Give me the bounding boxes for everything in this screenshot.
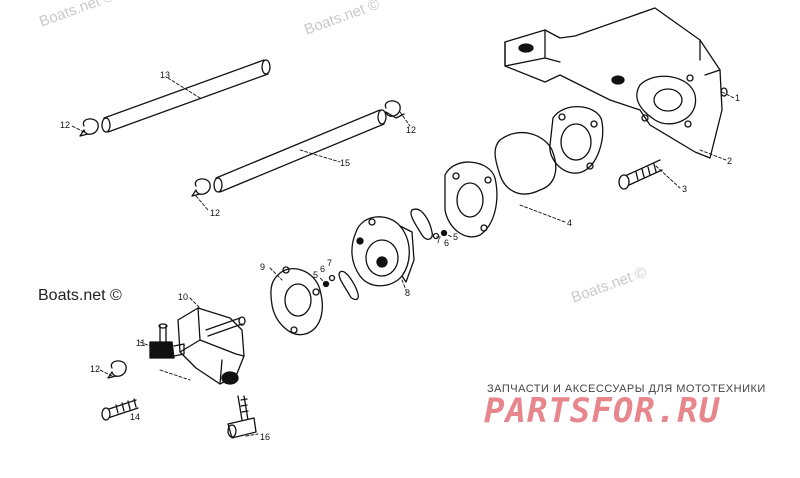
- drain-fitting: [227, 395, 257, 439]
- pump-gasket: [270, 266, 323, 336]
- callout-4: 4: [567, 218, 572, 228]
- callout-12a: 12: [60, 120, 70, 130]
- spring-clip-upper: [410, 208, 433, 240]
- callout-10: 10: [178, 292, 188, 302]
- spring-clip-lower: [338, 270, 359, 301]
- washer-1: [720, 87, 728, 97]
- pump-body: [351, 216, 415, 287]
- gasket-rear: [549, 106, 604, 174]
- callout-12c: 12: [210, 208, 220, 218]
- callout-15: 15: [340, 158, 350, 168]
- partsfor-logo: PARTSFOR.RU: [484, 391, 721, 431]
- hose-upper: [101, 59, 271, 133]
- washer-6-lower: [328, 274, 336, 282]
- screw: [618, 159, 663, 190]
- gasket-front: [444, 161, 498, 238]
- long-screw: [101, 398, 139, 421]
- callout-7-lower: 7: [327, 258, 332, 268]
- callout-12b: 12: [406, 125, 416, 135]
- callout-3: 3: [682, 184, 687, 194]
- pump-cover: [177, 307, 246, 385]
- callout-9: 9: [260, 262, 265, 272]
- callout-13: 13: [160, 70, 170, 80]
- callout-7-upper: 7: [436, 235, 441, 245]
- washer-6-upper: [432, 232, 440, 240]
- callout-5-upper: 5: [453, 232, 458, 242]
- clamp-12d: [107, 360, 127, 379]
- watermark-left-middle: Boats.net ©: [38, 287, 122, 304]
- mounting-bracket: [504, 7, 723, 159]
- hose-lower: [213, 109, 387, 193]
- callout-8: 8: [405, 288, 410, 298]
- callout-1: 1: [735, 93, 740, 103]
- callout-5-lower: 5: [313, 270, 318, 280]
- callout-12d: 12: [90, 364, 100, 374]
- callout-2: 2: [727, 156, 732, 166]
- callout-16: 16: [260, 432, 270, 442]
- callout-11: 11: [136, 338, 145, 348]
- callout-14: 14: [130, 412, 140, 422]
- callout-6-upper: 6: [444, 238, 449, 248]
- clamp-12c: [191, 178, 211, 197]
- elbow-fitting: [149, 323, 185, 359]
- clamp-12a: [79, 118, 99, 137]
- partsfor-tagline: ЗАПЧАСТИ И АКСЕССУАРЫ ДЛЯ МОТОТЕХНИКИ: [487, 383, 766, 395]
- diaphragm: [494, 131, 557, 195]
- clamp-12b: [384, 100, 405, 119]
- callout-6-lower: 6: [320, 264, 325, 274]
